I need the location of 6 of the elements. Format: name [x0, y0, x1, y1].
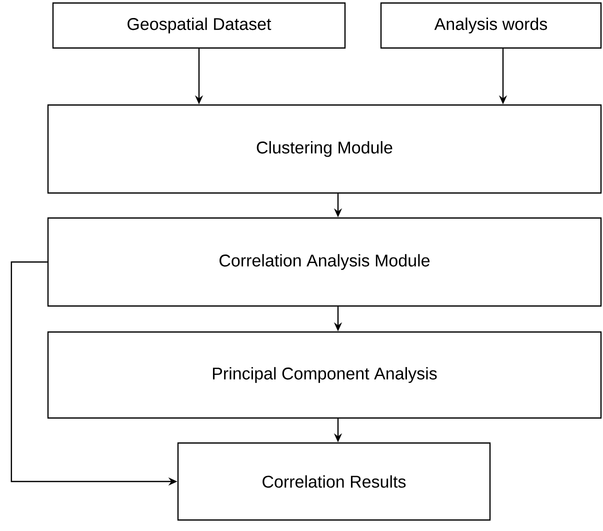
process-box: Principal Component Analysis — [47, 331, 602, 419]
process-box: Correlation Analysis Module — [47, 217, 602, 307]
process-box: Geospatial Dataset — [52, 2, 346, 49]
process-box: Clustering Module — [47, 104, 602, 194]
process-box: Analysis words — [380, 2, 602, 49]
process-box: Correlation Results — [177, 442, 491, 521]
